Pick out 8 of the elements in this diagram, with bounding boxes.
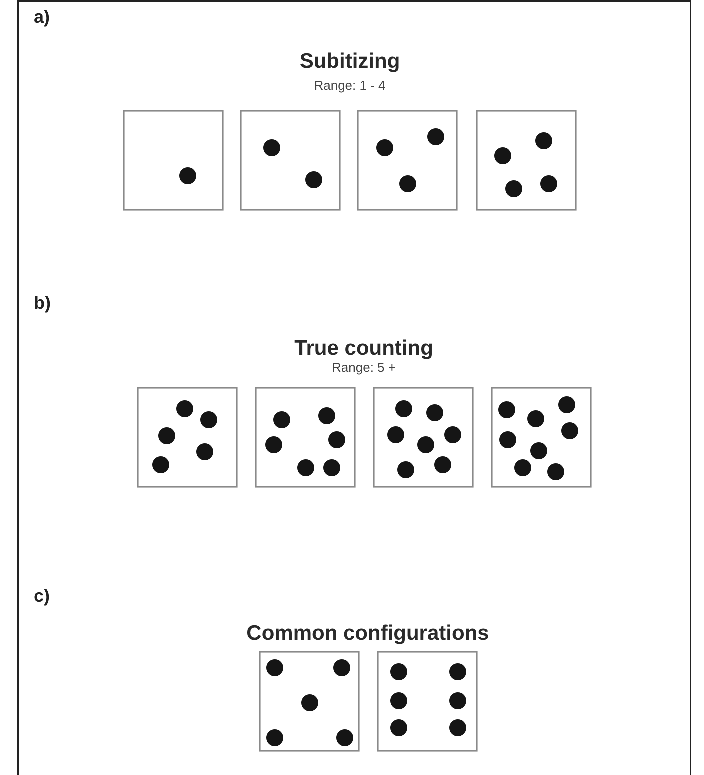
panel-letter: c) <box>34 585 50 608</box>
panel-letter: b) <box>34 292 51 315</box>
range-note: Range: 1 - 4 <box>314 77 386 95</box>
panel-title: Common configurations <box>246 621 490 647</box>
range-note: Range: 5 + <box>332 360 396 377</box>
panel-letter: a) <box>34 6 50 29</box>
panel-title: Subitizing <box>300 49 400 75</box>
panel-title: True counting <box>294 336 434 362</box>
